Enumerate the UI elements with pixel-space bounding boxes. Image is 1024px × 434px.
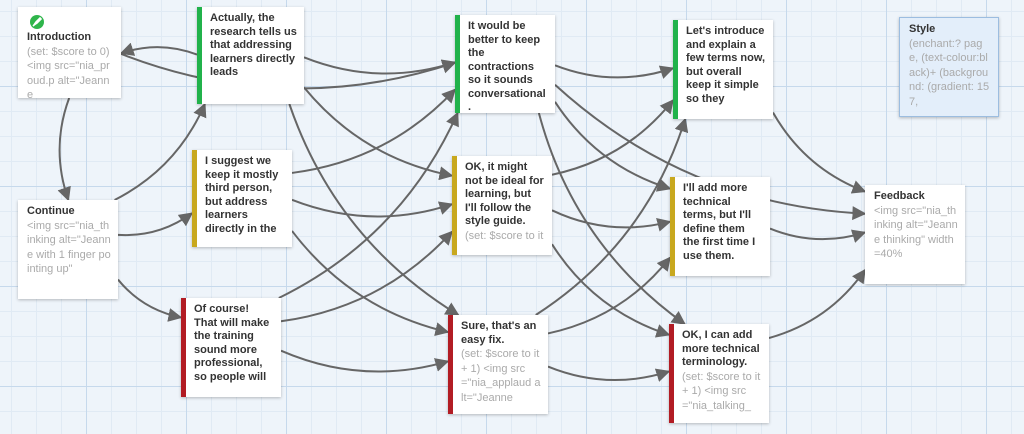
passage-excerpt: <img src="nia_thinking alt="Jeanne think… [874,204,958,261]
passage-actually[interactable]: Actually, the research tells us that add… [197,7,304,104]
link-arrow-of_course-to-better [278,111,459,299]
passage-ok-add[interactable]: OK, I can add more technical terminology… [669,324,769,423]
link-arrow-continue-to-of_course [117,278,183,322]
passage-excerpt: (enchant:? page, (text-colour:black)+ (b… [909,37,990,108]
passage-style[interactable]: Style (enchant:? page, (text-colour:blac… [899,17,999,117]
passage-feedback[interactable]: Feedback <img src="nia_thinking alt="Jea… [865,185,965,284]
passage-title: Feedback [874,190,925,202]
link-arrow-of_course-to-sure [280,349,450,373]
passage-title: Sure, that's an easy fix. [461,320,537,346]
passage-sure[interactable]: Sure, that's an easy fix. (set: $score t… [448,315,548,414]
link-arrow-introduction-to-continue [57,97,71,202]
link-arrow-introduce-to-feedback [772,111,867,194]
passage-title: I'll add more technical terms, but I'll … [683,182,756,262]
link-arrow-ok_might-to-ok_add [551,243,671,338]
link-arrow-actually-to-better [303,56,457,75]
link-arrow-continue-to-suggest [117,212,194,237]
link-arrow-suggest-to-better [291,88,456,174]
link-arrow-better-to-ill_add [554,101,672,192]
rocket-icon [30,15,44,29]
passage-title: Of course! That will make the training s… [194,303,270,383]
passage-title: OK, I can add more technical terminology… [682,329,760,368]
link-arrow-suggest-to-ok_might [291,198,454,218]
passage-excerpt: (set: $score to 0) <img src="nia_proud.p… [27,45,110,99]
passage-ok-might[interactable]: OK, it might not be ideal for learning, … [452,156,552,255]
passage-introduction[interactable]: Introduction (set: $score to 0) <img src… [18,7,121,98]
link-arrow-of_course-to-ok_might [280,230,453,323]
link-arrow-sure-to-ok_add [547,365,671,382]
passage-better[interactable]: It would be better to keep the contracti… [455,15,555,113]
link-arrow-actually-to-sure [288,103,460,316]
passage-title: Style [909,23,936,35]
passage-suggest[interactable]: I suggest we keep it mostly third person… [192,150,292,247]
link-arrow-suggest-to-sure [291,230,450,337]
link-arrow-sure-to-ill_add [547,256,671,335]
passage-title: It would be better to keep the contracti… [468,20,546,113]
passage-excerpt: <img src="nia_thinking alt="Jeanne with … [27,219,111,276]
passage-title: OK, it might not be ideal for learning, … [465,161,544,227]
passage-title: Let's introduce and explain a few terms … [686,25,766,105]
link-arrow-ok_might-to-ill_add [551,209,672,232]
passage-title: Continue [27,205,75,217]
link-arrow-sure-to-introduce [535,117,689,316]
passage-title: I suggest we keep it mostly third person… [205,155,279,235]
passage-introduce[interactable]: Let's introduce and explain a few terms … [673,20,773,119]
passage-continue[interactable]: Continue <img src="nia_thinking alt="Jea… [18,200,118,299]
passage-ill-add[interactable]: I'll add more technical terms, but I'll … [670,177,770,276]
link-arrow-actually-to-ok_might [303,86,454,181]
link-arrow-actually-to-introduction [119,42,198,56]
passage-title: Actually, the research tells us that add… [210,12,297,78]
passage-excerpt: (set: $score to it + 1) <img src="nia_ap… [461,348,541,404]
passage-of-course[interactable]: Of course! That will make the training s… [181,298,281,397]
link-arrow-ok_add-to-feedback [768,268,866,340]
passage-title: Introduction [27,31,92,43]
link-arrow-ill_add-to-feedback [769,227,867,243]
passage-excerpt: (set: $score to it + 1) <img src="nia_ta… [682,370,761,412]
link-arrow-better-to-introduce [554,64,675,79]
link-arrow-ok_might-to-introduce [551,99,674,176]
link-arrow-better-to-ok_add [537,112,686,325]
passage-excerpt: (set: $score to it [465,229,544,242]
